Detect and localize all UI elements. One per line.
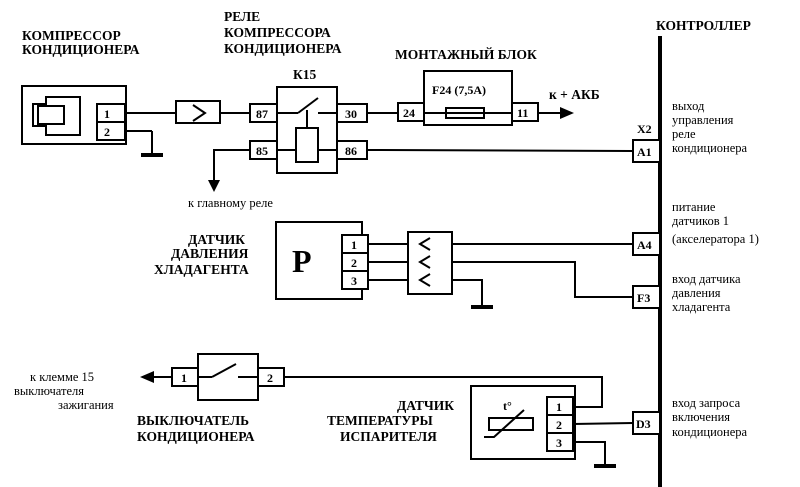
thermistor-icon xyxy=(484,409,534,438)
svg-text:к клемме 15: к клемме 15 xyxy=(30,370,94,384)
temp-sensor-pin-2: 2 xyxy=(556,418,562,432)
fuse-block: МОНТАЖНЫЙ БЛОК 24 F24 (7,5A) 11 xyxy=(395,47,539,126)
controller: КОНТРОЛЛЕР X2 A1 A4 F3 D3 выход управлен… xyxy=(632,18,759,487)
relay-pin-87: 87 xyxy=(256,107,268,121)
controller-pin-d3: D3 xyxy=(636,417,651,431)
controller-connector-label: X2 xyxy=(637,122,652,136)
controller-title: КОНТРОЛЛЕР xyxy=(656,18,751,33)
pressure-sensor-pin-2: 2 xyxy=(351,256,357,270)
fuse-block-pin-24: 24 xyxy=(403,106,415,120)
svg-text:вход запроса: вход запроса xyxy=(672,396,741,410)
battery-note: к + АКБ xyxy=(549,87,600,102)
fuse-block-title: МОНТАЖНЫЙ БЛОК xyxy=(395,47,537,62)
controller-desc-a4: питание датчиков 1 (акселератора 1) xyxy=(672,200,759,246)
svg-text:зажигания: зажигания xyxy=(58,398,114,412)
svg-text:кондиционера: кондиционера xyxy=(672,425,748,439)
relay-k15: РЕЛЕ КОМПРЕССОРА КОНДИЦИОНЕРА К15 87 30 … xyxy=(224,9,368,174)
svg-text:выход: выход xyxy=(672,99,705,113)
svg-text:выключателя: выключателя xyxy=(14,384,84,398)
relay-title-line2: КОМПРЕССОРА xyxy=(224,25,331,40)
compressor-clutch-icon xyxy=(32,96,81,136)
temp-sensor: ДАТЧИК ТЕМПЕРАТУРЫ ИСПАРИТЕЛЯ t° 1 2 3 xyxy=(327,385,576,460)
compressor-pin-1: 1 xyxy=(104,107,110,121)
relay-title-line1: РЕЛЕ xyxy=(224,9,260,24)
svg-text:датчиков 1: датчиков 1 xyxy=(672,214,729,228)
svg-text:включения: включения xyxy=(672,410,730,424)
pressure-sensor-pin-1: 1 xyxy=(351,238,357,252)
relay-coil-icon xyxy=(295,127,319,163)
svg-text:кондиционера: кондиционера xyxy=(672,141,748,155)
compressor-title-line2: КОНДИЦИОНЕРА xyxy=(22,42,140,57)
ac-switch: ВЫКЛЮЧАТЕЛЬ КОНДИЦИОНЕРА 1 2 xyxy=(137,353,285,444)
ac-switch-ignition-note: к клемме 15 выключателя зажигания xyxy=(14,370,114,412)
arrow-left-icon xyxy=(140,371,154,383)
compressor-pin-2: 2 xyxy=(104,125,110,139)
pressure-sensor-title-line1: ДАТЧИК xyxy=(188,232,245,247)
ac-switch-pin-1: 1 xyxy=(181,371,187,385)
svg-text:давления: давления xyxy=(672,286,721,300)
svg-text:вход датчика: вход датчика xyxy=(672,272,741,286)
ac-switch-pin-2: 2 xyxy=(267,371,273,385)
pressure-sensor-title-line2: ДАВЛЕНИЯ xyxy=(171,246,249,261)
fuse-block-pin-11: 11 xyxy=(517,106,528,120)
controller-pin-a4: A4 xyxy=(637,238,652,252)
compressor-pin-1-box xyxy=(96,103,126,123)
controller-pin-a1: A1 xyxy=(637,145,652,159)
relay-contact-icon xyxy=(297,97,319,114)
controller-desc-f3: вход датчика давления хладагента xyxy=(672,272,741,314)
pressure-sensor: ДАТЧИК ДАВЛЕНИЯ ХЛАДАГЕНТА P 1 2 3 xyxy=(154,221,369,300)
temp-sensor-pin-3: 3 xyxy=(556,436,562,450)
temp-sensor-title-line1: ДАТЧИК xyxy=(397,398,454,413)
relay-main-relay-note: к главному реле xyxy=(188,196,273,210)
compressor: КОМПРЕССОР КОНДИЦИОНЕРА 1 2 xyxy=(21,28,163,157)
controller-desc-a1: выход управления реле кондиционера xyxy=(672,99,748,155)
svg-text:питание: питание xyxy=(672,200,716,214)
pressure-sensor-symbol: P xyxy=(292,243,312,279)
arrow-right-icon xyxy=(560,107,574,119)
relay-title-line3: КОНДИЦИОНЕРА xyxy=(224,41,342,56)
relay-id: К15 xyxy=(293,67,317,82)
relay-pin-87-box xyxy=(249,103,278,123)
pressure-sensor-title-line3: ХЛАДАГЕНТА xyxy=(154,262,249,277)
temp-sensor-title-line3: ИСПАРИТЕЛЯ xyxy=(340,429,437,444)
compressor-title-line1: КОМПРЕССОР xyxy=(22,28,121,43)
switch-contact-icon xyxy=(211,363,237,378)
pressure-sensor-connector-icon xyxy=(407,231,453,295)
controller-desc-d3: вход запроса включения кондиционера xyxy=(672,396,748,439)
svg-text:хладагента: хладагента xyxy=(672,300,731,314)
compressor-pin-2-box xyxy=(96,121,126,141)
relay-pin-86: 86 xyxy=(345,144,357,158)
relay-pin-85: 85 xyxy=(256,144,268,158)
temp-sensor-pin-1: 1 xyxy=(556,400,562,414)
svg-text:(акселератора 1): (акселератора 1) xyxy=(672,232,759,246)
inline-connector-icon xyxy=(175,100,221,124)
ac-switch-title-line2: КОНДИЦИОНЕРА xyxy=(137,429,255,444)
arrow-down-icon xyxy=(208,180,220,192)
ac-switch-title-line1: ВЫКЛЮЧАТЕЛЬ xyxy=(137,413,249,428)
temp-sensor-title-line2: ТЕМПЕРАТУРЫ xyxy=(327,413,433,428)
pressure-sensor-pin-3: 3 xyxy=(351,274,357,288)
temp-sensor-symbol: t° xyxy=(503,399,512,413)
svg-text:реле: реле xyxy=(672,127,696,141)
controller-pin-f3: F3 xyxy=(637,291,650,305)
relay-pin-30: 30 xyxy=(345,107,357,121)
compressor-coil-icon xyxy=(37,105,65,125)
fuse-label: F24 (7,5A) xyxy=(432,83,486,97)
svg-text:управления: управления xyxy=(672,113,734,127)
